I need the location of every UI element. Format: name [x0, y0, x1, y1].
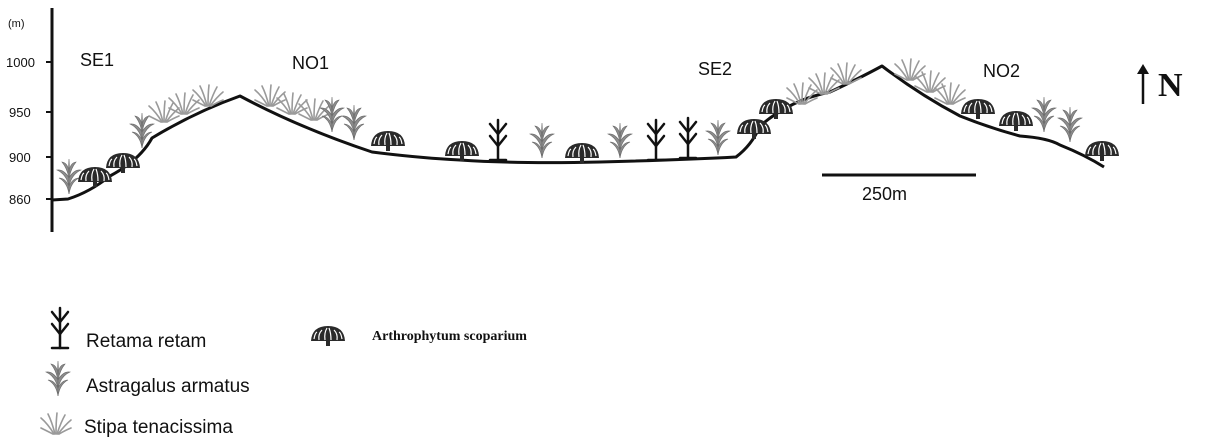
arthrophytum-icon [961, 99, 995, 119]
legend-stipa-label: Stipa tenacissima [84, 417, 233, 438]
arthrophytum-icon [999, 111, 1033, 131]
legend-arthrophytum-icon [311, 326, 345, 346]
retama-icon [648, 120, 664, 160]
legend-astragalus-icon [46, 361, 70, 396]
slope-label-no2: NO2 [983, 61, 1020, 81]
y-tick-label: 1000 [6, 55, 35, 70]
stipa-icon [895, 59, 925, 80]
stipa-icon [787, 83, 817, 104]
y-axis-unit: (m) [8, 18, 25, 30]
astragalus-icon [57, 159, 81, 194]
astragalus-icon [342, 105, 366, 140]
stipa-icon [831, 63, 861, 84]
arthrophytum-icon [78, 167, 112, 187]
arthrophytum-icon [371, 131, 405, 151]
stipa-icon [255, 85, 285, 106]
north-label: N [1158, 67, 1183, 104]
terrain-profile-line [52, 66, 1104, 200]
north-arrow-icon [1137, 64, 1149, 104]
retama-icon [490, 120, 506, 160]
legend-stipa-icon [41, 413, 71, 434]
astragalus-icon [320, 97, 344, 132]
arthrophytum-icon [759, 99, 793, 119]
stipa-icon [935, 83, 965, 104]
slope-label-se2: SE2 [698, 59, 732, 79]
y-tick-label: 860 [9, 192, 31, 207]
stipa-icon [915, 71, 945, 92]
y-tick-label: 950 [9, 105, 31, 120]
legend-retama-label: Retama retam [86, 331, 206, 352]
legend: Retama retam Arthrophytum scoparium Astr… [41, 308, 527, 438]
legend-retama-icon [52, 308, 68, 348]
astragalus-icon [608, 123, 632, 158]
y-axis [46, 8, 52, 232]
slope-label-no1: NO1 [292, 53, 329, 73]
astragalus-icon [530, 123, 554, 158]
arthrophytum-icon [565, 143, 599, 163]
retama-icon [680, 118, 696, 158]
legend-arthrophytum-label: Arthrophytum scoparium [372, 329, 527, 344]
legend-astragalus-label: Astragalus armatus [86, 376, 250, 397]
astragalus-icon [1032, 97, 1056, 132]
stipa-icon [193, 85, 223, 106]
y-tick-label: 900 [9, 150, 31, 165]
astragalus-icon [1058, 107, 1082, 142]
slope-label-se1: SE1 [80, 50, 114, 70]
astragalus-icon [706, 120, 730, 155]
arthrophytum-icon [106, 153, 140, 173]
scale-bar-label: 250m [862, 184, 907, 204]
stipa-icon [809, 73, 839, 94]
stipa-icon [169, 93, 199, 114]
